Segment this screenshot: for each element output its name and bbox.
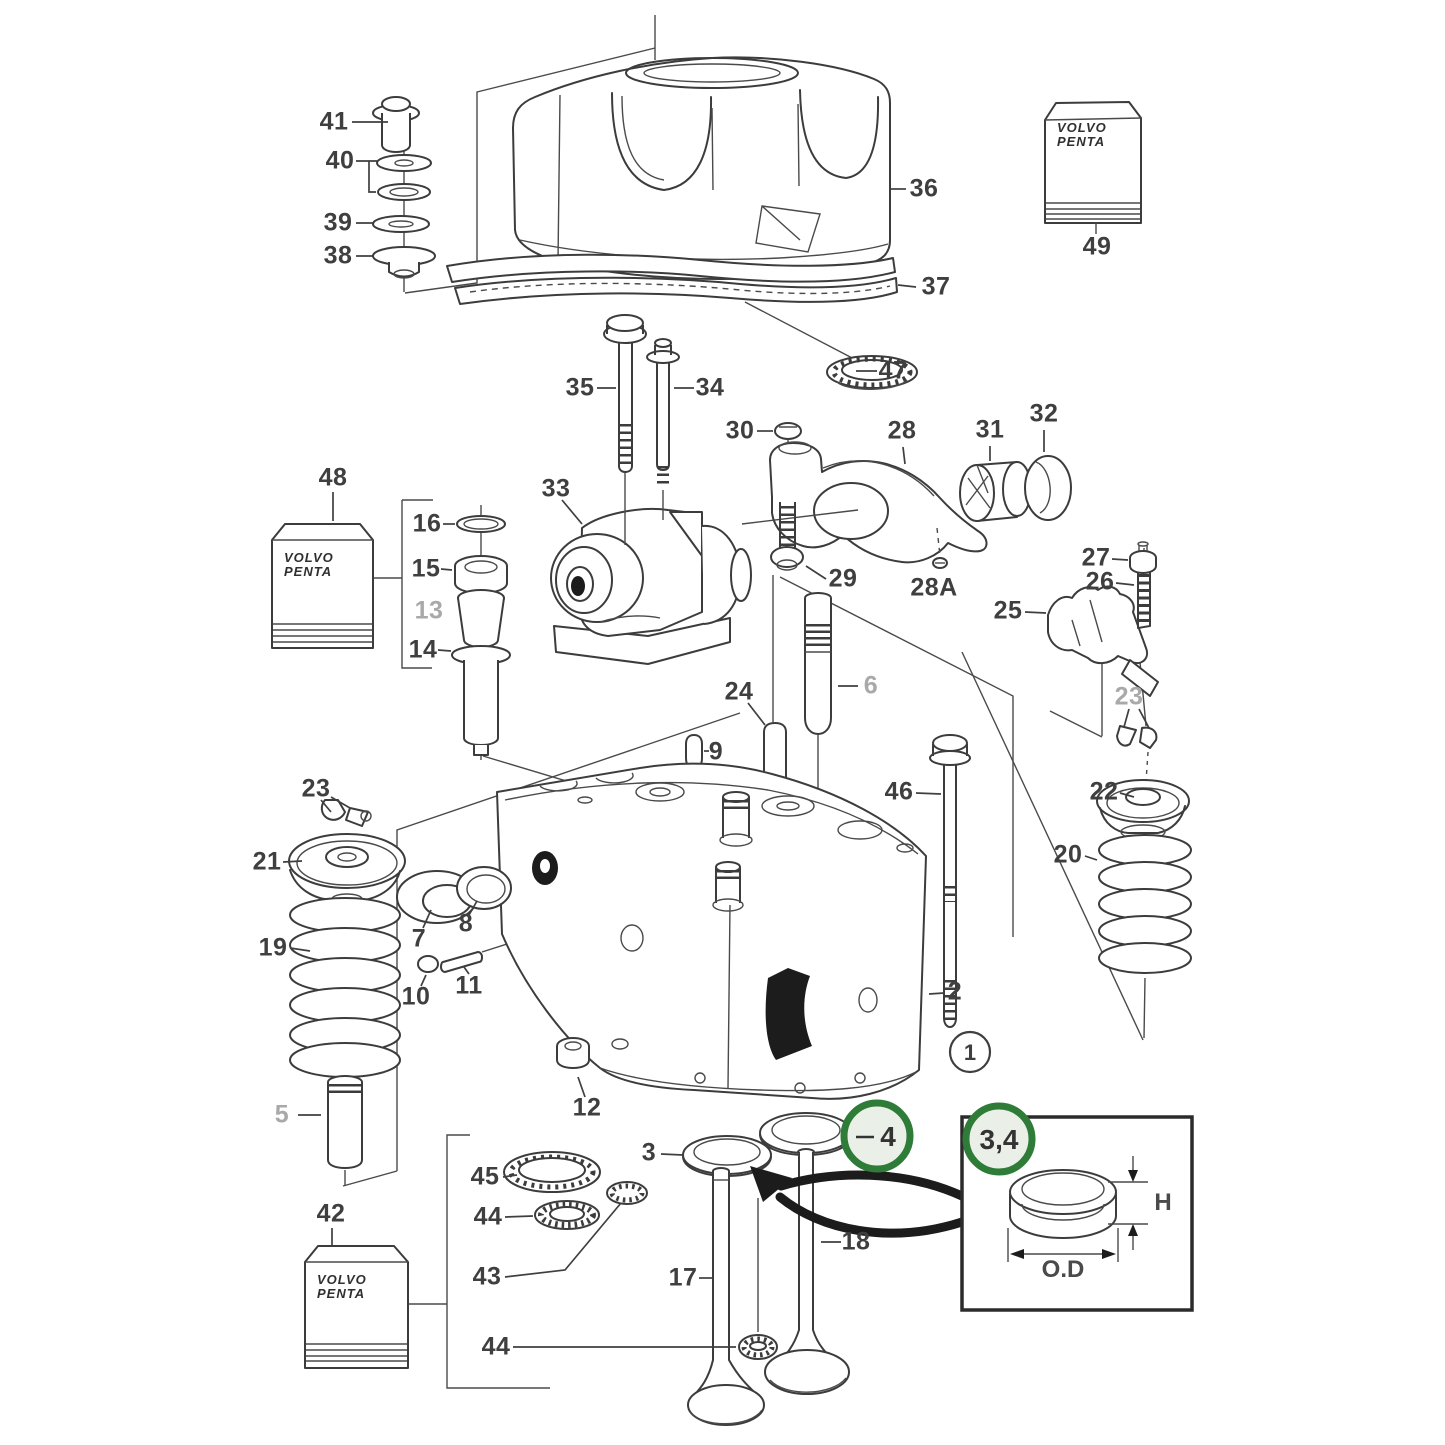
- height-label: H: [1154, 1189, 1171, 1216]
- plug-12: [556, 1037, 590, 1069]
- svg-text:PENTA: PENTA: [317, 1286, 365, 1301]
- stem-seal-44-lower: [738, 1334, 778, 1360]
- volvo-penta-logo: VOLVO: [284, 550, 334, 565]
- valve-cotters-23-left: [320, 799, 372, 827]
- svg-text:PENTA: PENTA: [284, 564, 332, 579]
- cap-nut-washer-stack: [372, 96, 436, 292]
- injector-sleeve-stack: [451, 505, 511, 760]
- svg-text:PENTA: PENTA: [1057, 134, 1105, 149]
- spring-retainer-22: [1096, 779, 1190, 852]
- assembly-ref-circle: 1: [948, 1030, 992, 1074]
- seal-ring-45: [503, 1151, 601, 1193]
- assembly-ref-label: 1: [964, 1040, 976, 1065]
- outer-diameter-dimension: O.D: [1007, 1228, 1119, 1283]
- exhaust-valve-18: [764, 1148, 850, 1395]
- exhaust-port-shadow: [765, 968, 812, 1060]
- callout-4-label: 4: [880, 1121, 896, 1152]
- seal-ring-44-upper: [534, 1200, 600, 1230]
- highlight-callout-3-4: 3,4: [962, 1102, 1036, 1176]
- height-dimension: H: [1108, 1156, 1172, 1250]
- outer-diameter-label: O.D: [1042, 1256, 1085, 1283]
- rocker-arm-assembly: [741, 422, 1072, 571]
- nut-30: [774, 422, 802, 440]
- head-valve-guide-boss: [719, 791, 753, 847]
- pin-11: [440, 951, 483, 973]
- seal-ring-47: [826, 355, 918, 390]
- knob-32: [1024, 455, 1072, 521]
- seat-pointer-arrows: [750, 1166, 967, 1238]
- head-valve-guide-boss: [712, 861, 744, 912]
- bracket-25-group: [1047, 541, 1159, 697]
- valve-cover: [512, 56, 891, 280]
- seal-ring-8: [456, 866, 512, 910]
- lock-screw-28A: [932, 557, 948, 569]
- intake-valve-17: [687, 1167, 765, 1426]
- cover-bolt-35: [603, 314, 647, 545]
- parts-kit-box-42: VOLVO PENTA: [304, 1245, 409, 1369]
- parts-kit-box-48: VOLVO PENTA: [271, 523, 374, 649]
- nut-27: [1129, 541, 1157, 574]
- valve-spring-20: [1098, 834, 1192, 974]
- cover-stud-34: [646, 338, 680, 520]
- inset-seat-ring: [1009, 1169, 1117, 1239]
- highlight-callout-4: 4: [840, 1099, 914, 1173]
- callout-3-4-label: 3,4: [980, 1124, 1019, 1155]
- valve-spring-19: [289, 897, 401, 1090]
- parts-kit-box-49: VOLVO PENTA: [1044, 101, 1142, 234]
- valve-guide-6: [804, 592, 832, 735]
- head-bolt-46: [929, 734, 971, 1028]
- volvo-penta-logo: VOLVO: [317, 1272, 367, 1287]
- rocker-pedestal: [550, 507, 752, 665]
- cylinder-head-body: [496, 762, 927, 1100]
- bushing-31: [959, 461, 1032, 522]
- leader-lines: [282, 121, 1150, 1348]
- seal-ring-43: [606, 1181, 648, 1205]
- valve-cotters-23-right: [1116, 725, 1158, 749]
- volvo-penta-logo: VOLVO: [1057, 120, 1107, 135]
- adjusting-screw-29: [770, 502, 804, 571]
- ball-10: [417, 955, 439, 973]
- valve-cover-gasket: [446, 253, 898, 305]
- valve-guide-5: [327, 1075, 363, 1186]
